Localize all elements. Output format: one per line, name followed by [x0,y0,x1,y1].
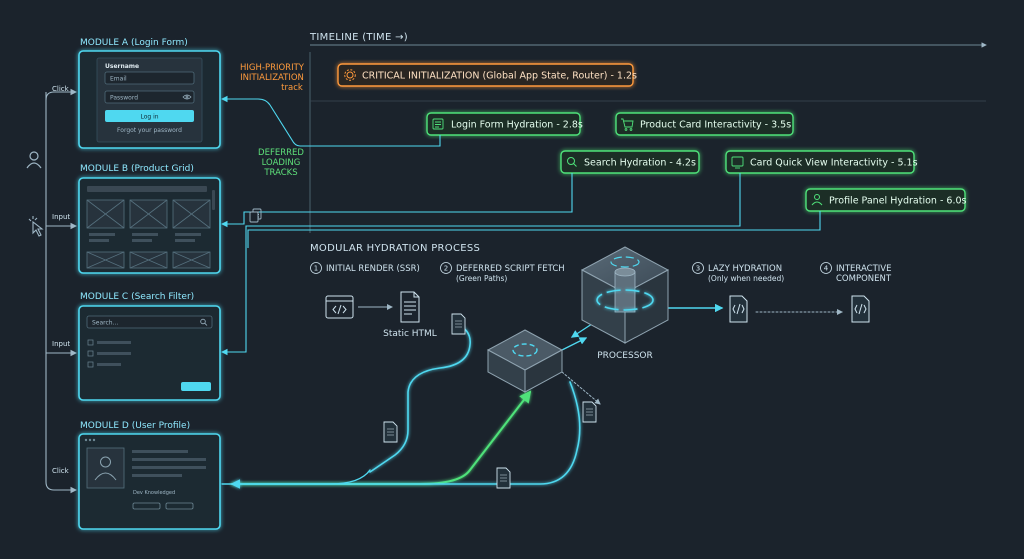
profile-text-lines [132,450,206,477]
password-field[interactable] [104,90,195,104]
priority-label-1: HIGH-PRIORITY [240,63,305,73]
processor-cube [580,246,670,344]
filter-option-lines [97,341,131,366]
profile-caption: Dev Knowledged [133,490,175,496]
search-placeholder: Search... [92,320,118,327]
flow-paths [221,303,843,489]
search-icon [567,157,577,167]
login-button-label: Log in [140,114,158,121]
search-icon [200,318,208,326]
product-text-lines [89,233,201,242]
profile-icon [811,194,823,206]
interaction-lines [45,88,78,494]
module-b-title: MODULE B (Product Grid) [80,164,194,174]
task-profile-pill[interactable]: Profile Panel Hydration - 6.0s [805,188,967,212]
timeline-tracks [314,73,988,202]
form-icon [432,118,444,130]
step-3-badge: 3 [692,262,704,274]
task-product-pill[interactable]: Product Card Interactivity - 3.5s [615,112,794,136]
static-html-label: Static HTML [383,329,437,339]
task-product-label: Product Card Interactivity - 3.5s [640,120,791,131]
processor-label: PROCESSOR [597,351,653,361]
email-field[interactable] [104,71,195,85]
cart-icon [621,118,634,131]
script-doc-lines [387,320,593,482]
timeline-title: TIMELINE (TIME →) [309,32,408,43]
critical-init-label: CRITICAL INITIALIZATION (Global App Stat… [362,71,637,82]
apply-filter-button[interactable] [181,382,211,391]
bundle-icon [249,208,262,223]
eye-icon [182,94,192,100]
step-4-sub: COMPONENT [836,274,892,284]
svg-text:2: 2 [444,265,448,273]
task-search-pill[interactable]: Search Hydration - 4.2s [560,150,700,174]
task-login-label: Login Form Hydration - 2.8s [451,120,583,131]
filter-checkboxes[interactable] [87,339,94,368]
step-2-label: DEFERRED SCRIPT FETCH [456,264,565,274]
module-a-title: MODULE A (Login Form) [80,38,188,48]
task-quickview-pill[interactable]: Card Quick View Interactivity - 5.1s [725,150,918,174]
html-document-icon [400,291,420,323]
deferred-label-2: LOADING [262,158,301,168]
email-placeholder: Email [110,76,127,83]
task-profile-label: Profile Panel Hydration - 6.0s [829,196,967,207]
task-login-pill[interactable]: Login Form Hydration - 2.8s [426,112,583,136]
code-icon [325,295,354,319]
search-input[interactable] [86,315,213,329]
username-label: Username [105,63,139,70]
process-title: MODULAR HYDRATION PROCESS [310,243,480,254]
step-3-label: LAZY HYDRATION [708,264,782,274]
script-doc-icons [383,313,597,489]
input-label-low: Input [52,340,70,348]
hydration-connectors [220,95,821,356]
step-2-sub: (Green Paths) [456,274,507,283]
priority-label-2: INITIALIZATION [240,73,304,83]
task-quickview-label: Card Quick View Interactivity - 5.1s [750,158,918,169]
step-1-badge: 1 [310,262,322,274]
priority-label-3: track [281,83,303,93]
deferred-label-1: DEFERRED [258,148,304,158]
task-search-label: Search Hydration - 4.2s [584,158,696,169]
product-grid [86,199,211,269]
module-c-title: MODULE C (Search Filter) [80,292,194,302]
avatar [86,447,125,489]
user-icon [26,151,42,169]
step-1-label: INITIAL RENDER (SSR) [326,264,420,274]
password-placeholder: Password [110,95,138,102]
login-button[interactable] [105,110,194,122]
interactive-component-icon [851,295,870,323]
forgot-password-link[interactable]: Forgot your password [117,127,182,134]
profile-avatar-icon [94,456,117,481]
svg-text:4: 4 [824,265,829,273]
critical-init-pill[interactable]: CRITICAL INITIALIZATION (Global App Stat… [337,63,637,87]
profile-button-1[interactable] [132,502,161,510]
module-d-title: MODULE D (User Profile) [80,421,190,431]
svg-text:1: 1 [314,265,318,273]
step-3-sub: (Only when needed) [708,274,784,283]
deferred-label-3: TRACKS [263,168,297,178]
click-label-bottom: Click [52,467,70,475]
module-c-frame [78,305,221,401]
cursor-icon [28,216,44,237]
input-label-mid: Input [52,213,70,221]
card-icon [731,156,744,169]
lazy-script-icon [729,295,748,323]
fetch-cube [486,329,564,393]
profile-button-2[interactable] [165,502,194,510]
step-4-badge: 4 [820,262,832,274]
step-2-badge: 2 [440,262,452,274]
click-label-top: Click [52,85,70,93]
svg-text:3: 3 [696,265,700,273]
gear-icon [344,69,356,81]
step-4-label: INTERACTIVE [836,264,891,274]
